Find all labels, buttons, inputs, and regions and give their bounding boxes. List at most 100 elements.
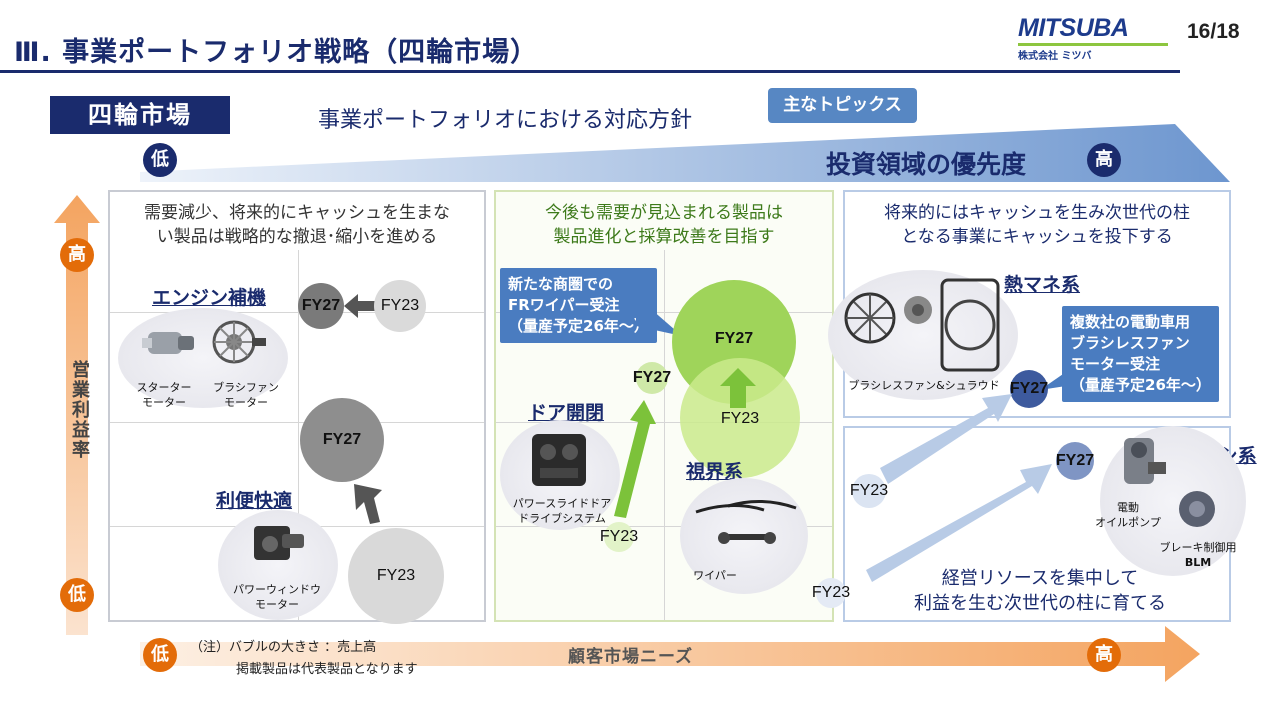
y-axis-arrow <box>54 195 100 635</box>
caption-oil-pump: 電動 オイルポンプ <box>1088 500 1168 530</box>
bubble-door-fy23: FY23 <box>600 522 638 552</box>
x-axis-arrow <box>140 626 1200 682</box>
bubble-thermal-fy23: FY23 <box>850 474 888 508</box>
panel-withdraw-desc: 需要減少、将来的にキャッシュを生まな い製品は戦略的な撤退･縮小を進める <box>116 201 478 249</box>
investment-low-badge: 低 <box>143 143 177 177</box>
x-axis-label: 顧客市場ニーズ <box>568 647 694 667</box>
representative-note: 掲載製品は代表製品となります <box>236 662 418 677</box>
investment-priority-wedge <box>140 124 1230 182</box>
brush-fan-motor-icon <box>212 320 266 364</box>
investment-priority-label: 投資領域の優先度 <box>826 150 1027 179</box>
logo-underline <box>1018 43 1168 46</box>
grid-line <box>110 312 484 313</box>
callout-line: モーター受注 <box>1070 355 1161 373</box>
bubble-door-fy27: FY27 <box>633 362 671 394</box>
caption-line: パワーウィンドウ <box>233 583 321 596</box>
arrow-vision <box>720 368 756 408</box>
category-door: ドア開閉 <box>528 402 605 424</box>
caption-line: モーター <box>142 396 186 409</box>
y-axis-high-badge: 高 <box>60 238 94 272</box>
bubble-comfort-fy23: FY23 <box>348 528 444 624</box>
caption-brushless-fan: ブラシレスファン&シュラウド <box>848 379 1000 392</box>
caption-line: ブラシファン <box>213 381 279 394</box>
grid-line <box>298 250 299 620</box>
brake-blm-icon <box>1179 491 1215 527</box>
bubble-comfort-fy27: FY27 <box>300 398 384 482</box>
desc-line: 経営リソースを集中して <box>941 568 1139 589</box>
category-thermal: 熱マネ系 <box>1004 274 1081 296</box>
wiper-icon <box>695 499 797 544</box>
category-vision: 視界系 <box>686 461 744 483</box>
x-axis-low-badge: 低 <box>143 638 177 672</box>
y-axis-low-badge: 低 <box>60 578 94 612</box>
caption-starter: スターター モーター <box>128 380 200 410</box>
arrow-engine <box>344 294 376 318</box>
category-comfort: 利便快適 <box>216 490 293 512</box>
arrow-door <box>614 400 656 518</box>
brushless-fan-shroud-icon <box>844 278 1000 372</box>
bubble-thermal-fy27: FY27 <box>1010 370 1048 408</box>
desc-line: 将来的にはキャッシュを生み次世代の柱 <box>884 203 1190 223</box>
arrow-chassis <box>866 464 1052 582</box>
page-title: Ⅲ. 事業ポートフォリオ戦略（四輪市場） <box>14 37 539 68</box>
callout-fr-wiper: 新たな商圏での FRワイパー受注 （量産予定26年～） <box>500 268 657 343</box>
caption-wiper: ワイパー <box>693 569 737 582</box>
title-divider <box>0 70 1180 73</box>
power-window-motor-icon <box>254 526 304 560</box>
caption-line: スターター <box>136 381 192 394</box>
callout-line: 複数社の電動車用 <box>1070 313 1191 331</box>
bubble-chassis-fy27: FY27 <box>1056 442 1094 480</box>
caption-line: ブレーキ制御用 <box>1159 541 1237 554</box>
caption-line: モーター <box>224 396 268 409</box>
bubble-chassis-fy23: FY23 <box>812 578 850 608</box>
oil-pump-icon <box>1124 438 1166 484</box>
desc-line: 製品進化と採算改善を目指す <box>553 227 775 247</box>
arrow-thermal <box>880 394 1012 484</box>
company-logo-sub: 株式会社 ミツバ <box>1018 51 1092 62</box>
bubble-size-note: （注）バブルの大きさ ：売上高 <box>190 640 377 655</box>
category-engine: エンジン補機 <box>152 287 267 309</box>
callout-pointer <box>636 296 682 336</box>
caption-brush-fan: ブラシファン モーター <box>206 380 286 410</box>
bubble-engine-fy23: FY23 <box>374 280 426 332</box>
company-logo: MITSUBA <box>1018 14 1129 42</box>
caption-line: オイルポンプ <box>1095 516 1161 529</box>
callout-line: （量産予定26年～） <box>508 317 649 335</box>
panel-focus-desc: 経営リソースを集中して 利益を生む次世代の柱に育てる <box>880 566 1200 616</box>
desc-line: 今後も需要が見込まれる製品は <box>545 203 783 223</box>
desc-line: となる事業にキャッシュを投下する <box>901 227 1173 247</box>
engine-product-area <box>118 308 288 408</box>
market-label: 四輪市場 <box>50 96 230 134</box>
callout-ev-fan: 複数社の電動車用 ブラシレスファン モーター受注 （量産予定26年～） <box>1062 306 1219 402</box>
callout-line: FRワイパー受注 <box>508 296 620 314</box>
topics-button[interactable]: 主なトピックス <box>768 88 917 123</box>
thermal-product-area <box>828 270 1018 400</box>
caption-line: パワースライドドア <box>512 497 612 510</box>
y-axis-label: 営業利益率 <box>69 360 90 460</box>
callout-line: ブラシレスファン <box>1070 334 1190 352</box>
callout-line: 新たな商圏での <box>508 275 614 293</box>
panel-invest-desc: 将来的にはキャッシュを生み次世代の柱 となる事業にキャッシュを投下する <box>849 201 1225 249</box>
desc-line: 需要減少、将来的にキャッシュを生まな <box>144 203 450 223</box>
x-axis-high-badge: 高 <box>1087 638 1121 672</box>
policy-title: 事業ポートフォリオにおける対応方針 <box>318 108 693 133</box>
panel-evolve-desc: 今後も需要が見込まれる製品は 製品進化と採算改善を目指す <box>500 201 828 249</box>
investment-high-badge: 高 <box>1087 143 1121 177</box>
caption-line: BLM <box>1184 556 1212 569</box>
arrow-comfort <box>354 484 382 524</box>
caption-blm: ブレーキ制御用 BLM <box>1150 540 1246 570</box>
caption-line: ドライブシステム <box>518 512 606 525</box>
grid-line <box>664 250 665 620</box>
desc-line: い製品は戦略的な撤退･縮小を進める <box>156 227 438 247</box>
bubble-engine-fy27: FY27 <box>298 283 344 329</box>
caption-line: 電動 <box>1117 501 1139 514</box>
caption-line: モーター <box>255 598 299 611</box>
callout-line: （量産予定26年～） <box>1070 376 1211 394</box>
grid-line <box>110 422 484 423</box>
desc-line: 利益を生む次世代の柱に育てる <box>914 593 1166 614</box>
page-number: 16/18 <box>1187 20 1240 43</box>
caption-sliding-door: パワースライドドア ドライブシステム <box>506 496 618 526</box>
starter-motor-icon <box>142 332 194 354</box>
sliding-door-drive-icon <box>532 434 586 486</box>
caption-power-window: パワーウィンドウ モーター <box>222 582 332 612</box>
